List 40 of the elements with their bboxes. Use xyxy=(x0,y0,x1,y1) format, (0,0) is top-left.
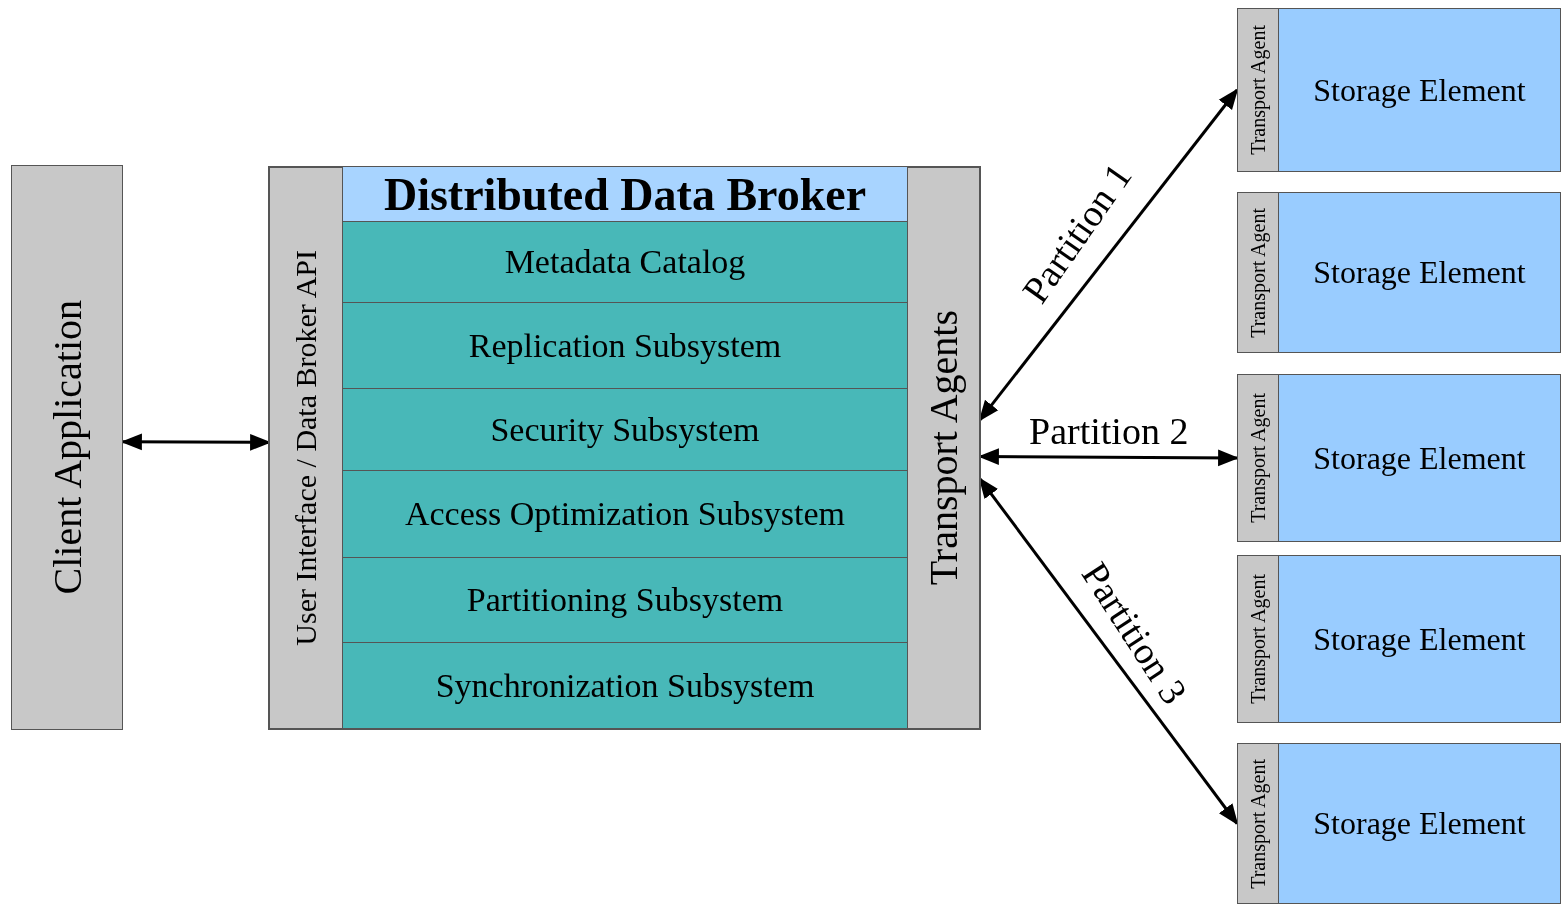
row-label: Access Optimization Subsystem xyxy=(404,495,846,533)
subsystem-row xyxy=(342,388,908,471)
broker-box xyxy=(268,166,981,730)
box-label: Client Application xyxy=(43,300,91,595)
box-label: Storage Element xyxy=(1313,620,1526,658)
row-label: Synchronization Subsystem xyxy=(435,666,815,705)
band-label: Transport Agent xyxy=(1246,393,1270,523)
subsystem-row xyxy=(342,557,908,643)
storage-box xyxy=(1278,192,1561,353)
app-box xyxy=(11,165,123,730)
agent-band xyxy=(1237,555,1279,723)
column-label: Transport Agents xyxy=(920,310,967,586)
broker-title: Distributed Data Broker xyxy=(342,167,908,222)
agent-band xyxy=(1237,192,1279,353)
storage-box xyxy=(1278,555,1561,723)
band-label: Transport Agent xyxy=(1246,25,1270,155)
api-column xyxy=(269,167,343,729)
storage-box xyxy=(1278,8,1561,172)
agent-band xyxy=(1237,374,1279,542)
row-label: Metadata Catalog xyxy=(504,243,746,281)
subsystem-row xyxy=(342,221,908,303)
box-label: Storage Element xyxy=(1313,71,1526,109)
row-label: Replication Subsystem xyxy=(468,326,782,365)
band-label: Transport Agent xyxy=(1246,758,1270,889)
box-label: Storage Element xyxy=(1313,805,1526,842)
band-label: Transport Agent xyxy=(1246,574,1270,704)
agent-band xyxy=(1237,743,1279,904)
storage-box xyxy=(1278,743,1561,904)
box-label: Storage Element xyxy=(1313,439,1526,477)
subsystem-row xyxy=(342,302,908,389)
row-label: Partitioning Subsystem xyxy=(466,581,784,619)
subsystem-row xyxy=(342,470,908,558)
agent-band xyxy=(1237,8,1279,172)
row-label: Security Subsystem xyxy=(490,410,760,449)
storage-box xyxy=(1278,374,1561,542)
band-label: Transport Agent xyxy=(1246,207,1270,338)
box-label: Storage Element xyxy=(1313,254,1526,291)
column-label: User Interface / Data Broker API xyxy=(289,250,323,646)
subsystem-row xyxy=(342,642,908,729)
agents-column xyxy=(907,167,980,729)
